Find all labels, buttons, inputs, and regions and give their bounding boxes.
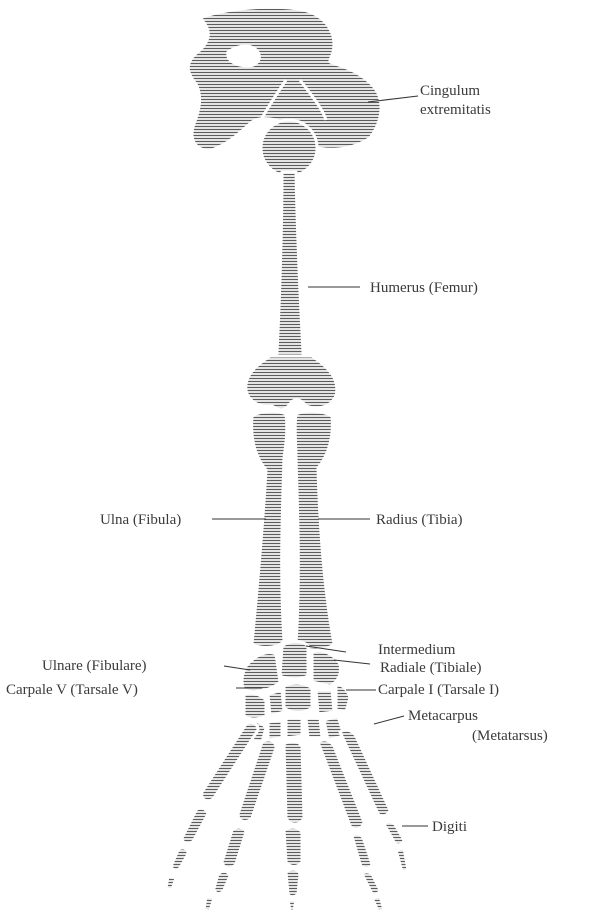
label-radiale: Radiale (Tibiale) [380, 660, 482, 676]
radius-bone [295, 411, 334, 650]
digit-4 [204, 740, 276, 911]
label-metatarsus: (Metatarsus) [472, 728, 548, 744]
label-metacarpus: Metacarpus [408, 708, 478, 724]
label-cingulum: Cingulum [420, 83, 480, 99]
digit-3 [284, 741, 304, 911]
label-extremitatis: extremitatis [420, 102, 491, 118]
label-humerus: Humerus (Femur) [370, 280, 478, 296]
label-digiti: Digiti [432, 819, 467, 835]
ulna-bone [252, 411, 287, 647]
label-radius: Radius (Tibia) [376, 512, 463, 528]
label-ulnare: Ulnare (Fibulare) [42, 658, 147, 674]
humerus-bone [246, 120, 337, 410]
digit-2 [318, 740, 384, 911]
label-carpale-i: Carpale I (Tarsale I) [378, 682, 499, 698]
label-ulna: Ulna (Fibula) [100, 512, 181, 528]
label-carpale-v: Carpale V (Tarsale V) [6, 682, 138, 698]
label-intermedium: Intermedium [378, 642, 456, 658]
